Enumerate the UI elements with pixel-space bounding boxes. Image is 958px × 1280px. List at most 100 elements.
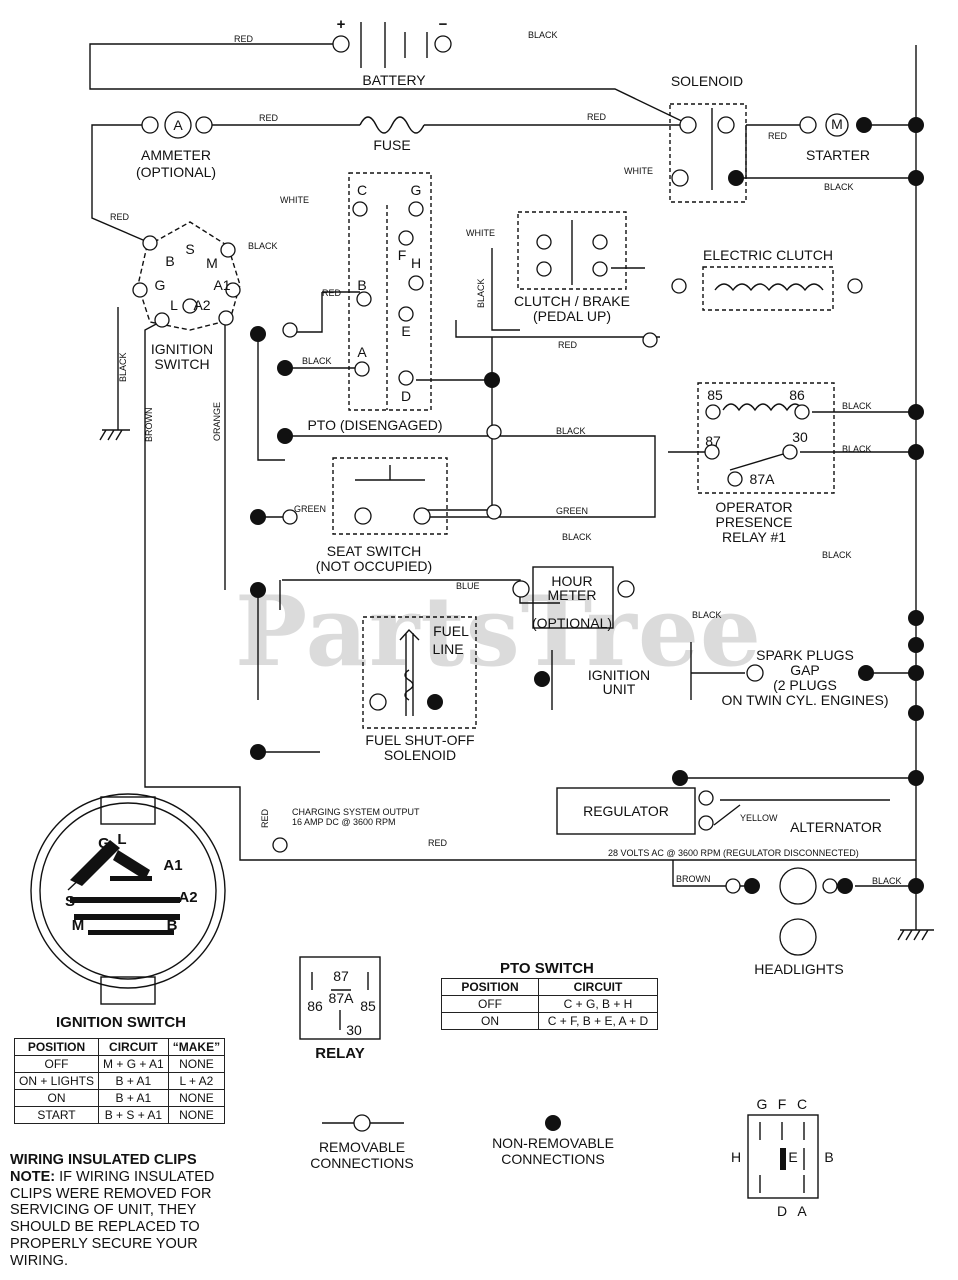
note-body: IF WIRING INSULATED CLIPS WERE REMOVED F… bbox=[10, 1168, 215, 1269]
pto-symbol-f: F bbox=[778, 1096, 787, 1112]
ignition-switch-label: IGNITION bbox=[151, 341, 213, 357]
wire-red-clutch: RED bbox=[558, 340, 578, 350]
battery-negative: − bbox=[439, 16, 448, 33]
starter-label: STARTER bbox=[806, 147, 870, 163]
fuel-solenoid-label: FUEL SHUT-OFF bbox=[365, 732, 474, 748]
wire-red-starter: RED bbox=[768, 131, 788, 141]
table-row: ON B + A1 NONE bbox=[13, 1089, 226, 1107]
wire-red-pto: RED bbox=[322, 288, 342, 298]
relay-terminal-30: 30 bbox=[792, 429, 808, 445]
pto-terminal-h: H bbox=[411, 255, 421, 271]
pto-terminal-d: D bbox=[401, 388, 411, 404]
operator-relay-label: OPERATOR bbox=[715, 499, 792, 515]
legend-removable: REMOVABLE bbox=[319, 1139, 405, 1155]
ignition-table-header: “MAKE” bbox=[167, 1038, 226, 1056]
wire-black-relay-86: BLACK bbox=[842, 401, 872, 411]
table-cell: OFF bbox=[13, 1055, 100, 1073]
table-cell: NONE bbox=[167, 1055, 226, 1073]
wiring-note: WIRING INSULATED CLIPS NOTE: IF WIRING I… bbox=[10, 1152, 250, 1270]
wire-black-relay-30: BLACK bbox=[842, 444, 872, 454]
pto-terminal-e: E bbox=[401, 323, 410, 339]
ign-terminal-m: M bbox=[206, 255, 218, 271]
relay-symbol-86: 86 bbox=[307, 998, 323, 1014]
pto-symbol-d: D bbox=[777, 1203, 787, 1219]
pto-symbol-e: E bbox=[788, 1149, 797, 1165]
ign-symbol-s: S bbox=[65, 893, 75, 910]
ign-symbol-a2: A2 bbox=[178, 889, 197, 906]
wire-black-ignition: BLACK bbox=[248, 241, 278, 251]
wire-green-seat: GREEN bbox=[294, 504, 326, 514]
table-cell: M + G + A1 bbox=[98, 1055, 169, 1073]
wire-black-hour: BLACK bbox=[562, 532, 592, 542]
ignition-switch-label-2: SWITCH bbox=[154, 356, 209, 372]
wire-red-fuse: RED bbox=[587, 112, 607, 122]
wire-red-battery: RED bbox=[234, 34, 254, 44]
note-title: WIRING INSULATED CLIPS bbox=[10, 1152, 197, 1168]
ignition-table: POSITION CIRCUIT “MAKE” OFF M + G + A1 N… bbox=[13, 1038, 226, 1124]
wire-black-clutch-vertical: BLACK bbox=[476, 278, 486, 308]
wire-brown-vertical: BROWN bbox=[144, 408, 154, 443]
relay-symbol-87: 87 bbox=[333, 968, 349, 984]
table-cell: B + A1 bbox=[98, 1089, 169, 1107]
table-cell: ON bbox=[441, 1012, 539, 1030]
battery-label: BATTERY bbox=[362, 72, 426, 88]
table-row: OFF C + G, B + H bbox=[441, 995, 658, 1013]
ign-terminal-g: G bbox=[155, 277, 166, 293]
wire-black-ground: BLACK bbox=[824, 182, 854, 192]
relay-symbol-title: RELAY bbox=[315, 1045, 364, 1062]
operator-relay-label-2: PRESENCE bbox=[715, 514, 792, 530]
wire-brown-headlights: BROWN bbox=[676, 874, 711, 884]
wire-black-headlights: BLACK bbox=[872, 876, 902, 886]
relay-symbol-85: 85 bbox=[360, 998, 376, 1014]
hour-meter-optional: (OPTIONAL) bbox=[532, 615, 612, 631]
ammeter-optional-label: (OPTIONAL) bbox=[136, 164, 216, 180]
wire-red-charging-vertical: RED bbox=[260, 808, 270, 828]
clutch-brake-label: CLUTCH / BRAKE bbox=[514, 293, 630, 309]
ign-symbol-m: M bbox=[72, 917, 85, 934]
table-cell: C + F, B + E, A + D bbox=[538, 1012, 658, 1030]
seat-switch-label: SEAT SWITCH bbox=[327, 543, 421, 559]
wire-red-ignition: RED bbox=[110, 212, 130, 222]
regulator-label: REGULATOR bbox=[583, 803, 669, 819]
spark-plugs-count: (2 PLUGS bbox=[773, 677, 837, 693]
ign-symbol-g: G bbox=[98, 835, 110, 852]
spark-plugs-note: ON TWIN CYL. ENGINES) bbox=[722, 692, 889, 708]
legend-removable-2: CONNECTIONS bbox=[310, 1155, 413, 1171]
table-cell: ON + LIGHTS bbox=[13, 1072, 100, 1090]
pto-symbol-h: H bbox=[731, 1149, 741, 1165]
wire-black-ground-vertical: BLACK bbox=[118, 352, 128, 382]
table-cell: OFF bbox=[441, 995, 539, 1013]
spark-plugs-label: SPARK PLUGS bbox=[756, 647, 854, 663]
ac-note: 28 VOLTS AC @ 3600 RPM (REGULATOR DISCON… bbox=[608, 848, 859, 858]
pto-symbol-a: A bbox=[797, 1203, 807, 1219]
fuse-label: FUSE bbox=[373, 137, 410, 153]
wire-blue-hour: BLUE bbox=[456, 581, 480, 591]
wire-orange-vertical: ORANGE bbox=[212, 402, 222, 441]
table-cell: NONE bbox=[167, 1106, 226, 1124]
charging-note-2: 16 AMP DC @ 3600 RPM bbox=[292, 817, 396, 827]
table-row: START B + S + A1 NONE bbox=[13, 1106, 226, 1124]
operator-relay-label-3: RELAY #1 bbox=[722, 529, 786, 545]
wire-red-ammeter: RED bbox=[259, 113, 279, 123]
wire-white-pto: WHITE bbox=[280, 195, 309, 205]
relay-terminal-86: 86 bbox=[789, 387, 805, 403]
ignition-table-header: CIRCUIT bbox=[98, 1038, 169, 1056]
watermark: PartsTree bbox=[235, 575, 762, 688]
pto-terminal-c: C bbox=[357, 182, 367, 198]
legend-non-removable: NON-REMOVABLE bbox=[492, 1135, 614, 1151]
pto-symbol-b: B bbox=[824, 1149, 833, 1165]
pto-terminal-g: G bbox=[411, 182, 422, 198]
ignition-unit-label: IGNITION bbox=[588, 667, 650, 683]
table-cell: B + A1 bbox=[98, 1072, 169, 1090]
battery-positive: + bbox=[337, 16, 346, 33]
hour-meter-label: HOUR bbox=[551, 573, 592, 589]
starter-symbol: M bbox=[831, 116, 843, 132]
table-row: ON C + F, B + E, A + D bbox=[441, 1012, 658, 1030]
ignition-table-header: POSITION bbox=[13, 1038, 100, 1056]
wire-yellow-alternator: YELLOW bbox=[740, 813, 778, 823]
wire-black-ignition-unit: BLACK bbox=[692, 610, 722, 620]
legend-non-removable-2: CONNECTIONS bbox=[501, 1151, 604, 1167]
wire-white-solenoid: WHITE bbox=[624, 166, 653, 176]
table-cell: NONE bbox=[167, 1089, 226, 1107]
wire-black-pto: BLACK bbox=[302, 356, 332, 366]
